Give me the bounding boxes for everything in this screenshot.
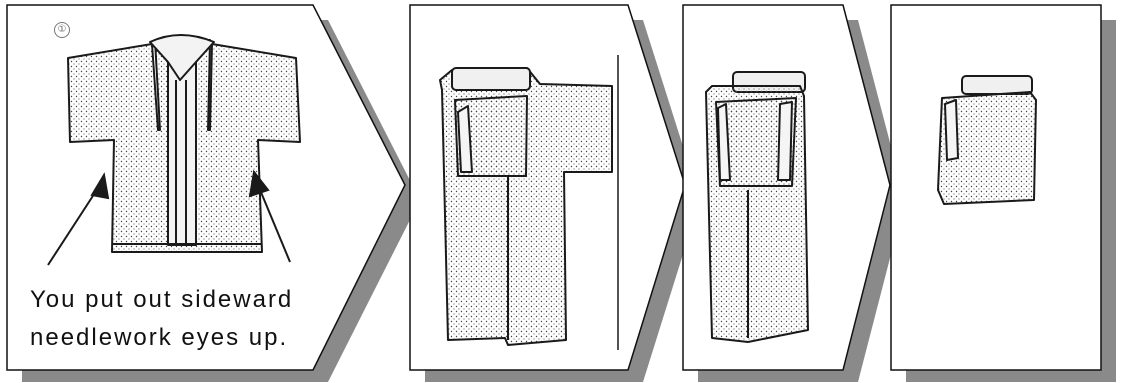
kimono-fold-step-3-illustration [706, 72, 808, 342]
caption-line-2: needlework eyes up. [30, 324, 288, 352]
caption-line-1: You put out sideward [30, 286, 293, 314]
step-number-badge: ① [54, 22, 70, 38]
